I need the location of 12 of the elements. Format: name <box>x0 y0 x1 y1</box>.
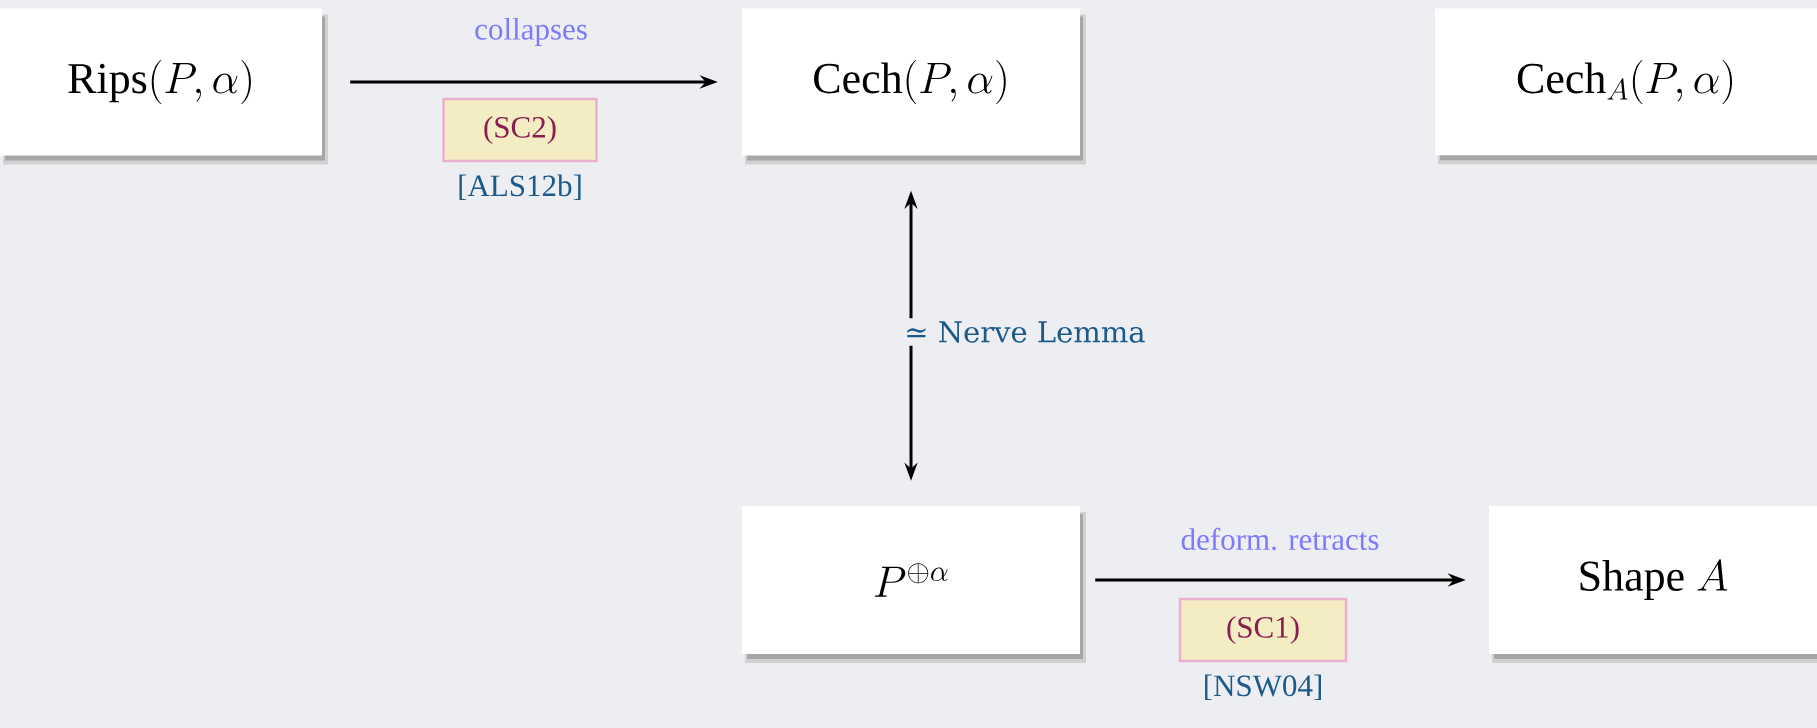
edge-label: collapses <box>471 14 591 50</box>
edge-label: deform. retracts <box>1177 524 1383 554</box>
formula-box: $\mathrm{Cech}(P,\alpha)$ <box>742 8 1086 165</box>
condition-badge: (SC2) <box>442 97 598 163</box>
formula-box: $P^{\oplus\alpha}$ <box>742 506 1086 663</box>
edge-label: ≃ Nerve Lemma <box>901 318 1149 346</box>
formula-box: $\mathrm{Cech}_A(P,\alpha)$ <box>1435 8 1817 165</box>
formula-box: $\mathrm{Shape}\ A$ <box>1489 506 1817 663</box>
reference-label: [ALS12b] <box>459 174 581 201</box>
formula-box: $\mathrm{Rips}(P,\alpha)$ <box>0 8 328 165</box>
condition-badge: (SC1) <box>1178 597 1348 663</box>
reference-label: [NSW04] <box>1205 674 1321 701</box>
